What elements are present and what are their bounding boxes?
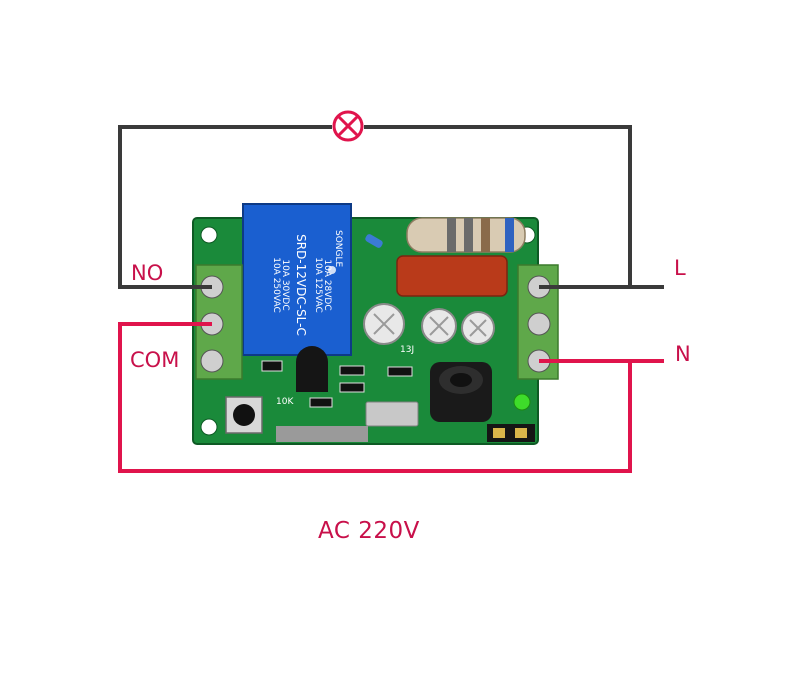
- resistor-marking: 10K: [276, 397, 294, 407]
- status-led: [513, 393, 531, 411]
- transistor: [296, 346, 328, 392]
- relay-model: SRD-12VDC-SL-C: [294, 234, 308, 336]
- smd-part: [261, 360, 283, 372]
- smd-part: [339, 382, 365, 393]
- smd-part: [387, 366, 413, 377]
- mounting-hole: [200, 418, 218, 436]
- lamp-symbol-icon: [332, 110, 364, 142]
- relay-rating: 10A 250VAC: [271, 257, 281, 313]
- inductor: [430, 362, 492, 422]
- mounting-hole: [200, 226, 218, 244]
- electrolytic-capacitor: [421, 308, 457, 344]
- power-resistor: [406, 217, 526, 253]
- relay-rating: 10A 125VAC: [313, 257, 323, 313]
- push-button-icon: [225, 396, 263, 434]
- jumper: [487, 424, 535, 442]
- live-label: L: [674, 256, 686, 280]
- relay: SRD-12VDC-SL-C 10A 250VAC 10A 30VDC 10A …: [242, 203, 352, 356]
- relay-rating: 10A 28VDC: [322, 259, 332, 310]
- supply-label: AC 220V: [318, 518, 420, 544]
- com-label: COM: [130, 348, 180, 372]
- smd-part: [309, 397, 333, 408]
- smd-part: [339, 365, 365, 376]
- terminal-screw: [200, 349, 224, 373]
- load-wire: [118, 125, 332, 289]
- relay-brand: SONGLE: [333, 230, 343, 268]
- no-label: NO: [131, 261, 164, 285]
- resistor: [365, 234, 383, 248]
- crystal: [365, 401, 419, 427]
- terminal-screw: [527, 312, 551, 336]
- neutral-label: N: [675, 342, 691, 366]
- pin-header: [276, 426, 368, 442]
- chip-marking: 13J: [400, 345, 414, 355]
- film-capacitor: [396, 255, 508, 297]
- electrolytic-capacitor: [461, 311, 495, 345]
- electrolytic-capacitor: [363, 303, 405, 345]
- relay-rating: 10A 30VDC: [280, 259, 290, 310]
- receiver-board: SRD-12VDC-SL-C 10A 250VAC 10A 30VDC 10A …: [192, 203, 559, 445]
